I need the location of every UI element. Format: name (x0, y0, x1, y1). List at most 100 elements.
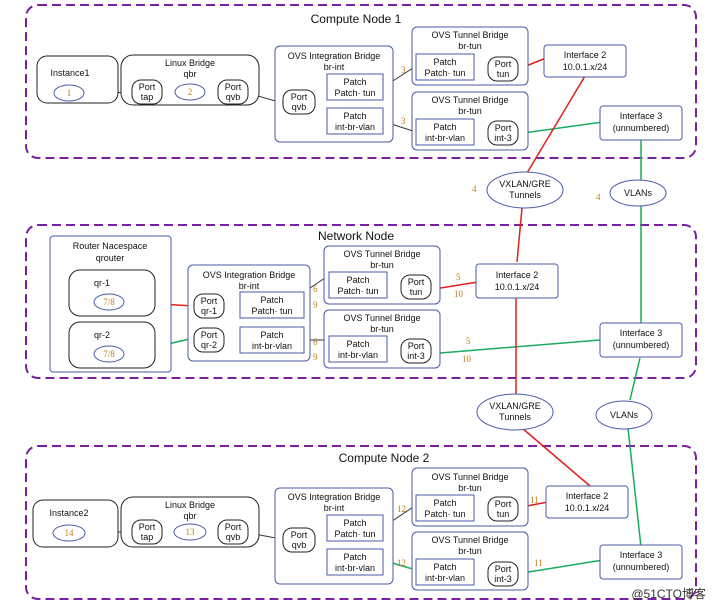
port-label: Port (139, 82, 156, 92)
port-label: Port (139, 522, 156, 532)
num-label: 3 (401, 116, 406, 126)
interface-2-address: 10.0.1.x/24 (495, 282, 540, 292)
port-name: qvb (292, 102, 307, 112)
port-name: tap (141, 92, 154, 102)
vnic-cloud (52, 524, 86, 542)
instance1-label: Instance1 (50, 68, 89, 78)
patch-label: Patch (433, 562, 456, 572)
svg-text:VLANs: VLANs (610, 410, 639, 420)
num-label: 2 (188, 87, 193, 97)
ovs-int-label: OVS Integration Bridge (203, 270, 296, 280)
patch-tun (326, 514, 384, 542)
patch-label: Patch (346, 275, 369, 285)
patch-tun (326, 73, 384, 101)
port-tap (131, 79, 163, 105)
br-tun-label: br-tun (458, 41, 482, 51)
patch-name: Patch· tun (424, 68, 465, 78)
num-label: 12 (397, 558, 406, 568)
patch-tun (239, 291, 305, 319)
qr-1-box (68, 269, 156, 317)
port-name: int-3 (494, 133, 512, 143)
port-label: Port (495, 123, 512, 133)
patch-name: int-br-vlan (252, 341, 292, 351)
qrouter-label: qrouter (96, 253, 125, 263)
patch-label: Patch (260, 330, 283, 340)
port-label: Port (495, 59, 512, 69)
qr-1-cloud (93, 293, 125, 311)
port-label: Port (291, 92, 308, 102)
num-label: 11 (530, 495, 539, 505)
patch-tun (415, 53, 475, 81)
port-tun (487, 496, 519, 522)
br-tun-label: br-tun (458, 483, 482, 493)
port-name: int-3 (407, 351, 425, 361)
interface-2-label: Interface 2 (496, 270, 539, 280)
num-label: 5 (456, 272, 461, 282)
port-name: tun (497, 69, 510, 79)
port-qvb (217, 79, 249, 105)
linux-bridge-label: Linux Bridge (165, 500, 215, 510)
qr-2-cloud (93, 345, 125, 363)
patch-label: Patch (343, 111, 366, 121)
patch-name: Patch· tun (334, 529, 375, 539)
port-name: qr-1 (201, 306, 217, 316)
port-tun (487, 56, 519, 82)
watermark: @51CTO博客 (631, 586, 706, 601)
svg-text:VXLAN/GRE: VXLAN/GRE (489, 401, 541, 411)
interface-3-box (599, 544, 683, 580)
patch-int-br-vlan (328, 335, 388, 363)
bridge-cloud (173, 523, 207, 541)
patch-int-br-vlan (326, 107, 384, 135)
compute-node-2: Instance2 14 Linux Bridge qbr Port tap 1… (32, 467, 683, 591)
green-link (627, 427, 642, 548)
green-link (427, 339, 601, 355)
port-int-3 (400, 338, 432, 364)
interface-3-unnumbered: (unnumbered) (613, 123, 670, 133)
green-link (629, 357, 641, 401)
compute-node-1: Instance1 1 Linux Bridge qbr Port tap 2 … (36, 26, 683, 151)
patch-tun (415, 494, 475, 522)
num-label: 7/8 (103, 297, 115, 307)
num-label: 3 (401, 65, 406, 75)
num-label: 6 (313, 284, 318, 294)
patch-name: int-br-vlan (425, 573, 465, 583)
qr-2-box (68, 321, 156, 369)
interface-2-address: 10.0.1.x/24 (563, 62, 608, 72)
ovs-tun-label: OVS Tunnel Bridge (431, 472, 508, 482)
num-label: 9 (313, 300, 318, 310)
vlans-cloud-upper: VLANs (609, 179, 667, 207)
port-name: qvb (292, 540, 307, 550)
patch-name: int-br-vlan (335, 563, 375, 573)
port-qvb (282, 89, 316, 115)
port-qvb (217, 519, 249, 545)
port-name: tun (497, 509, 510, 519)
patch-int-br-vlan (326, 548, 384, 576)
linux-bridge-label: Linux Bridge (165, 58, 215, 68)
num-label: 14 (65, 528, 75, 538)
vxlan-gre-cloud-lower: VXLAN/GRE Tunnels (476, 393, 554, 431)
port-label: Port (495, 564, 512, 574)
num-label: 12 (397, 504, 406, 514)
compute-node-1-border (25, 4, 697, 159)
interface-3-unnumbered: (unnumbered) (613, 562, 670, 572)
num-label: 4 (596, 192, 601, 202)
ovs-tun-label: OVS Tunnel Bridge (431, 30, 508, 40)
port-label: Port (291, 530, 308, 540)
svg-text:VLANs: VLANs (624, 188, 653, 198)
num-label: 10 (454, 289, 464, 299)
br-int-label: br-int (239, 281, 260, 291)
port-label: Port (495, 499, 512, 509)
interface-3-label: Interface 3 (620, 328, 663, 338)
port-label: Port (225, 82, 242, 92)
port-name: qvb (226, 92, 241, 102)
red-link (521, 427, 591, 487)
ovs-tun-label: OVS Tunnel Bridge (343, 249, 420, 259)
compute-node-2-title: Compute Node 2 (339, 451, 430, 465)
patch-int-br-vlan (415, 118, 475, 146)
network-node-title: Network Node (318, 229, 394, 243)
num-label: 4 (472, 184, 477, 194)
patch-label: Patch (433, 498, 456, 508)
port-name: int-3 (494, 574, 512, 584)
port-tap (131, 519, 163, 545)
bridge-cloud (174, 83, 206, 101)
